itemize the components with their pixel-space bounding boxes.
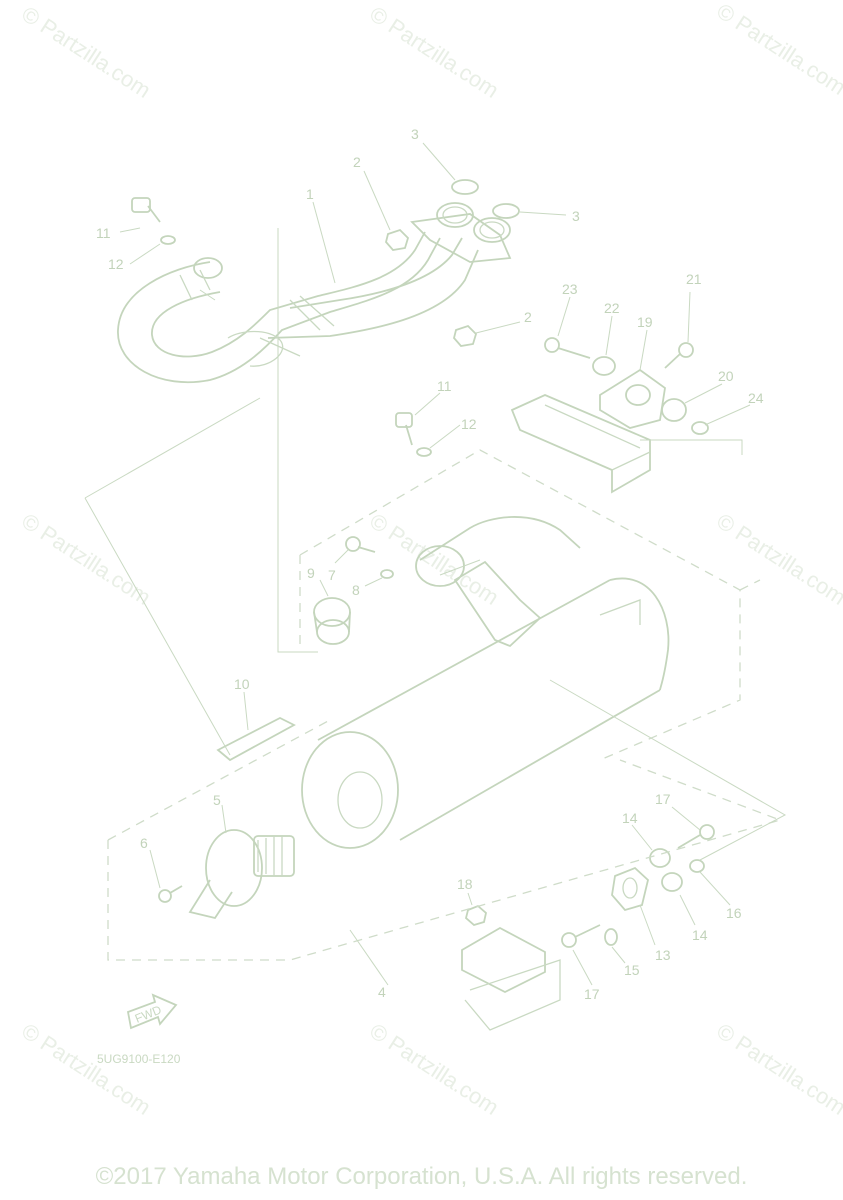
washer[interactable] xyxy=(604,928,618,946)
collar[interactable] xyxy=(592,356,616,376)
bolt[interactable] xyxy=(677,824,715,849)
washer[interactable] xyxy=(416,447,432,457)
frame-bracket[interactable] xyxy=(461,926,561,1031)
washer[interactable] xyxy=(691,421,709,435)
spark-arrester[interactable] xyxy=(188,829,295,920)
washer[interactable] xyxy=(689,859,705,873)
muffler-gasket[interactable] xyxy=(313,597,351,645)
callout-1: 1 xyxy=(306,186,314,202)
bolt[interactable] xyxy=(345,536,376,553)
exhaust-flange[interactable] xyxy=(410,202,512,263)
bolt[interactable] xyxy=(561,924,601,948)
watermark: © Partzilla.com xyxy=(365,508,503,610)
callout-12: 12 xyxy=(461,416,477,432)
fwd-arrow-icon: FWD xyxy=(126,993,178,1030)
callout-8: 8 xyxy=(352,582,360,598)
callout-2: 2 xyxy=(353,154,361,170)
callout-3: 3 xyxy=(411,126,419,142)
grommet[interactable] xyxy=(661,398,687,422)
watermark: © Partzilla.com xyxy=(712,0,843,100)
watermark-layer: © Partzilla.com © Partzilla.com © Partzi… xyxy=(17,0,843,1120)
bolt[interactable] xyxy=(664,342,694,369)
washer[interactable] xyxy=(160,235,176,245)
callout-12: 12 xyxy=(108,256,124,272)
callout-3: 3 xyxy=(572,208,580,224)
gasket[interactable] xyxy=(492,203,520,219)
watermark: © Partzilla.com xyxy=(365,1018,503,1120)
callout-14: 14 xyxy=(622,810,638,826)
callout-9: 9 xyxy=(307,565,315,581)
callout-5: 5 xyxy=(213,792,221,808)
mount-bracket[interactable] xyxy=(510,368,666,494)
diagram-code: 5UG9100-E120 xyxy=(97,1052,181,1066)
muffler[interactable] xyxy=(301,516,670,849)
copyright-text: ©2017 Yamaha Motor Corporation, U.S.A. A… xyxy=(95,1163,748,1190)
callout-11: 11 xyxy=(437,378,452,394)
callout-6: 6 xyxy=(140,835,148,851)
washer[interactable] xyxy=(380,569,394,579)
callout-10: 10 xyxy=(234,676,250,692)
flange-nut[interactable] xyxy=(385,228,410,251)
watermark: © Partzilla.com xyxy=(365,1,503,103)
callout-4: 4 xyxy=(378,984,386,1000)
callout-19: 19 xyxy=(637,314,653,330)
callout-7: 7 xyxy=(328,567,336,583)
callout-13: 13 xyxy=(655,947,671,963)
callout-16: 16 xyxy=(726,905,742,921)
callouts: 1 2 2 3 3 4 5 6 7 8 9 10 11 11 12 12 13 … xyxy=(96,126,764,1002)
bolt[interactable] xyxy=(395,412,413,446)
callout-24: 24 xyxy=(748,390,764,406)
watermark: © Partzilla.com xyxy=(712,1018,843,1120)
bolt[interactable] xyxy=(131,197,161,223)
callout-17: 17 xyxy=(655,791,671,807)
watermark: © Partzilla.com xyxy=(17,1,155,103)
protector-plate[interactable] xyxy=(216,716,296,762)
collar[interactable] xyxy=(649,848,671,868)
callout-15: 15 xyxy=(624,962,640,978)
leader-lines xyxy=(119,142,751,986)
bolt[interactable] xyxy=(544,337,591,359)
gasket[interactable] xyxy=(451,179,479,195)
callout-22: 22 xyxy=(604,300,620,316)
watermark: © Partzilla.com xyxy=(17,1018,155,1120)
flange-nut[interactable] xyxy=(453,324,478,347)
callout-11: 11 xyxy=(96,225,111,241)
callout-14: 14 xyxy=(692,927,708,943)
guide-line xyxy=(84,228,787,861)
exhaust-pipe[interactable] xyxy=(117,231,479,384)
bolt[interactable] xyxy=(158,885,183,903)
collar[interactable] xyxy=(661,872,683,892)
callout-23: 23 xyxy=(562,281,578,297)
callout-21: 21 xyxy=(686,271,702,287)
watermark: © Partzilla.com xyxy=(712,508,843,610)
watermark: © Partzilla.com xyxy=(17,508,155,610)
callout-2: 2 xyxy=(524,309,532,325)
callout-17: 17 xyxy=(584,986,600,1002)
rear-mount-damper[interactable] xyxy=(611,866,649,912)
callout-18: 18 xyxy=(457,876,473,892)
callout-20: 20 xyxy=(718,368,734,384)
